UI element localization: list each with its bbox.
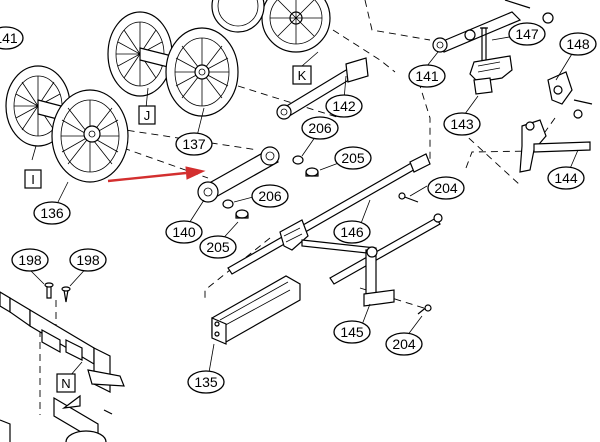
callout-144: 144	[547, 166, 585, 190]
piston-rod-146	[227, 153, 431, 275]
crosshead-block	[279, 219, 309, 251]
link-142	[276, 57, 369, 120]
svg-text:141: 141	[0, 30, 18, 46]
svg-text:198: 198	[18, 252, 42, 268]
box-label-i: I	[24, 169, 42, 189]
svg-text:148: 148	[566, 36, 590, 52]
coupling-rod-141-upper	[432, 0, 531, 53]
callout-135: 135	[187, 370, 225, 394]
part-148-assembly	[542, 12, 593, 119]
callout-198-left: 198	[11, 248, 49, 272]
svg-text:135: 135	[194, 374, 218, 390]
slide-bar-135	[211, 275, 301, 345]
svg-text:J: J	[144, 108, 151, 123]
box-label-k: K	[292, 65, 312, 85]
svg-text:145: 145	[340, 324, 364, 340]
svg-text:142: 142	[332, 98, 356, 114]
callout-148: 148	[559, 32, 597, 56]
wheelset-k	[211, 0, 331, 53]
callout-141-left: 141	[0, 26, 24, 50]
callout-141-mid: 141	[408, 64, 446, 88]
svg-text:143: 143	[450, 116, 474, 132]
svg-text:140: 140	[172, 224, 196, 240]
callout-136: 136	[33, 201, 71, 225]
callout-205-mid: 205	[199, 235, 237, 259]
callout-205-top: 205	[334, 146, 372, 170]
washer-206-lower	[222, 199, 234, 209]
callout-142: 142	[325, 94, 363, 118]
callout-204-bottom: 204	[385, 332, 423, 356]
valve-gear-rod	[301, 213, 443, 285]
pointer-arrow	[107, 166, 206, 183]
svg-text:136: 136	[40, 205, 64, 221]
wheelset-i	[5, 65, 129, 183]
screw-204-upper	[398, 192, 419, 203]
screw-198-left	[44, 282, 54, 299]
svg-text:144: 144	[554, 170, 578, 186]
svg-text:205: 205	[341, 150, 365, 166]
box-label-n: N	[56, 373, 76, 393]
callout-147: 147	[508, 22, 546, 46]
callout-leaders	[29, 33, 579, 379]
callout-143: 143	[443, 112, 481, 136]
connecting-rod-140	[197, 146, 280, 203]
washer-206-upper	[292, 155, 304, 165]
frame-assembly-n	[0, 291, 125, 442]
screw-205-upper	[305, 167, 319, 177]
svg-text:204: 204	[392, 336, 416, 352]
box-label-j: J	[138, 105, 156, 125]
svg-text:141: 141	[415, 68, 439, 84]
svg-text:N: N	[61, 376, 70, 391]
callout-206-mid: 206	[251, 184, 289, 208]
svg-text:204: 204	[434, 180, 458, 196]
lever-145	[363, 246, 395, 307]
screw-198-right	[61, 286, 71, 303]
callout-198-right: 198	[69, 248, 107, 272]
svg-text:146: 146	[340, 224, 364, 240]
callout-146: 146	[333, 220, 371, 244]
svg-text:I: I	[31, 172, 35, 187]
svg-text:205: 205	[206, 239, 230, 255]
screw-204-lower	[417, 304, 432, 315]
callout-137: 137	[175, 132, 213, 156]
screw-205-lower	[235, 209, 249, 219]
callout-140: 140	[165, 220, 203, 244]
bracket-143	[469, 55, 513, 95]
callout-206-top: 206	[301, 116, 339, 140]
svg-text:K: K	[298, 68, 307, 83]
wheelset-j	[107, 11, 239, 117]
svg-text:137: 137	[182, 136, 206, 152]
callout-145: 145	[333, 320, 371, 344]
svg-text:198: 198	[76, 252, 100, 268]
part-144-assembly	[519, 119, 591, 173]
svg-text:206: 206	[258, 188, 282, 204]
svg-text:147: 147	[515, 26, 539, 42]
svg-text:206: 206	[308, 120, 332, 136]
callout-204-top: 204	[427, 176, 465, 200]
callout-partial-bottom	[65, 430, 107, 442]
